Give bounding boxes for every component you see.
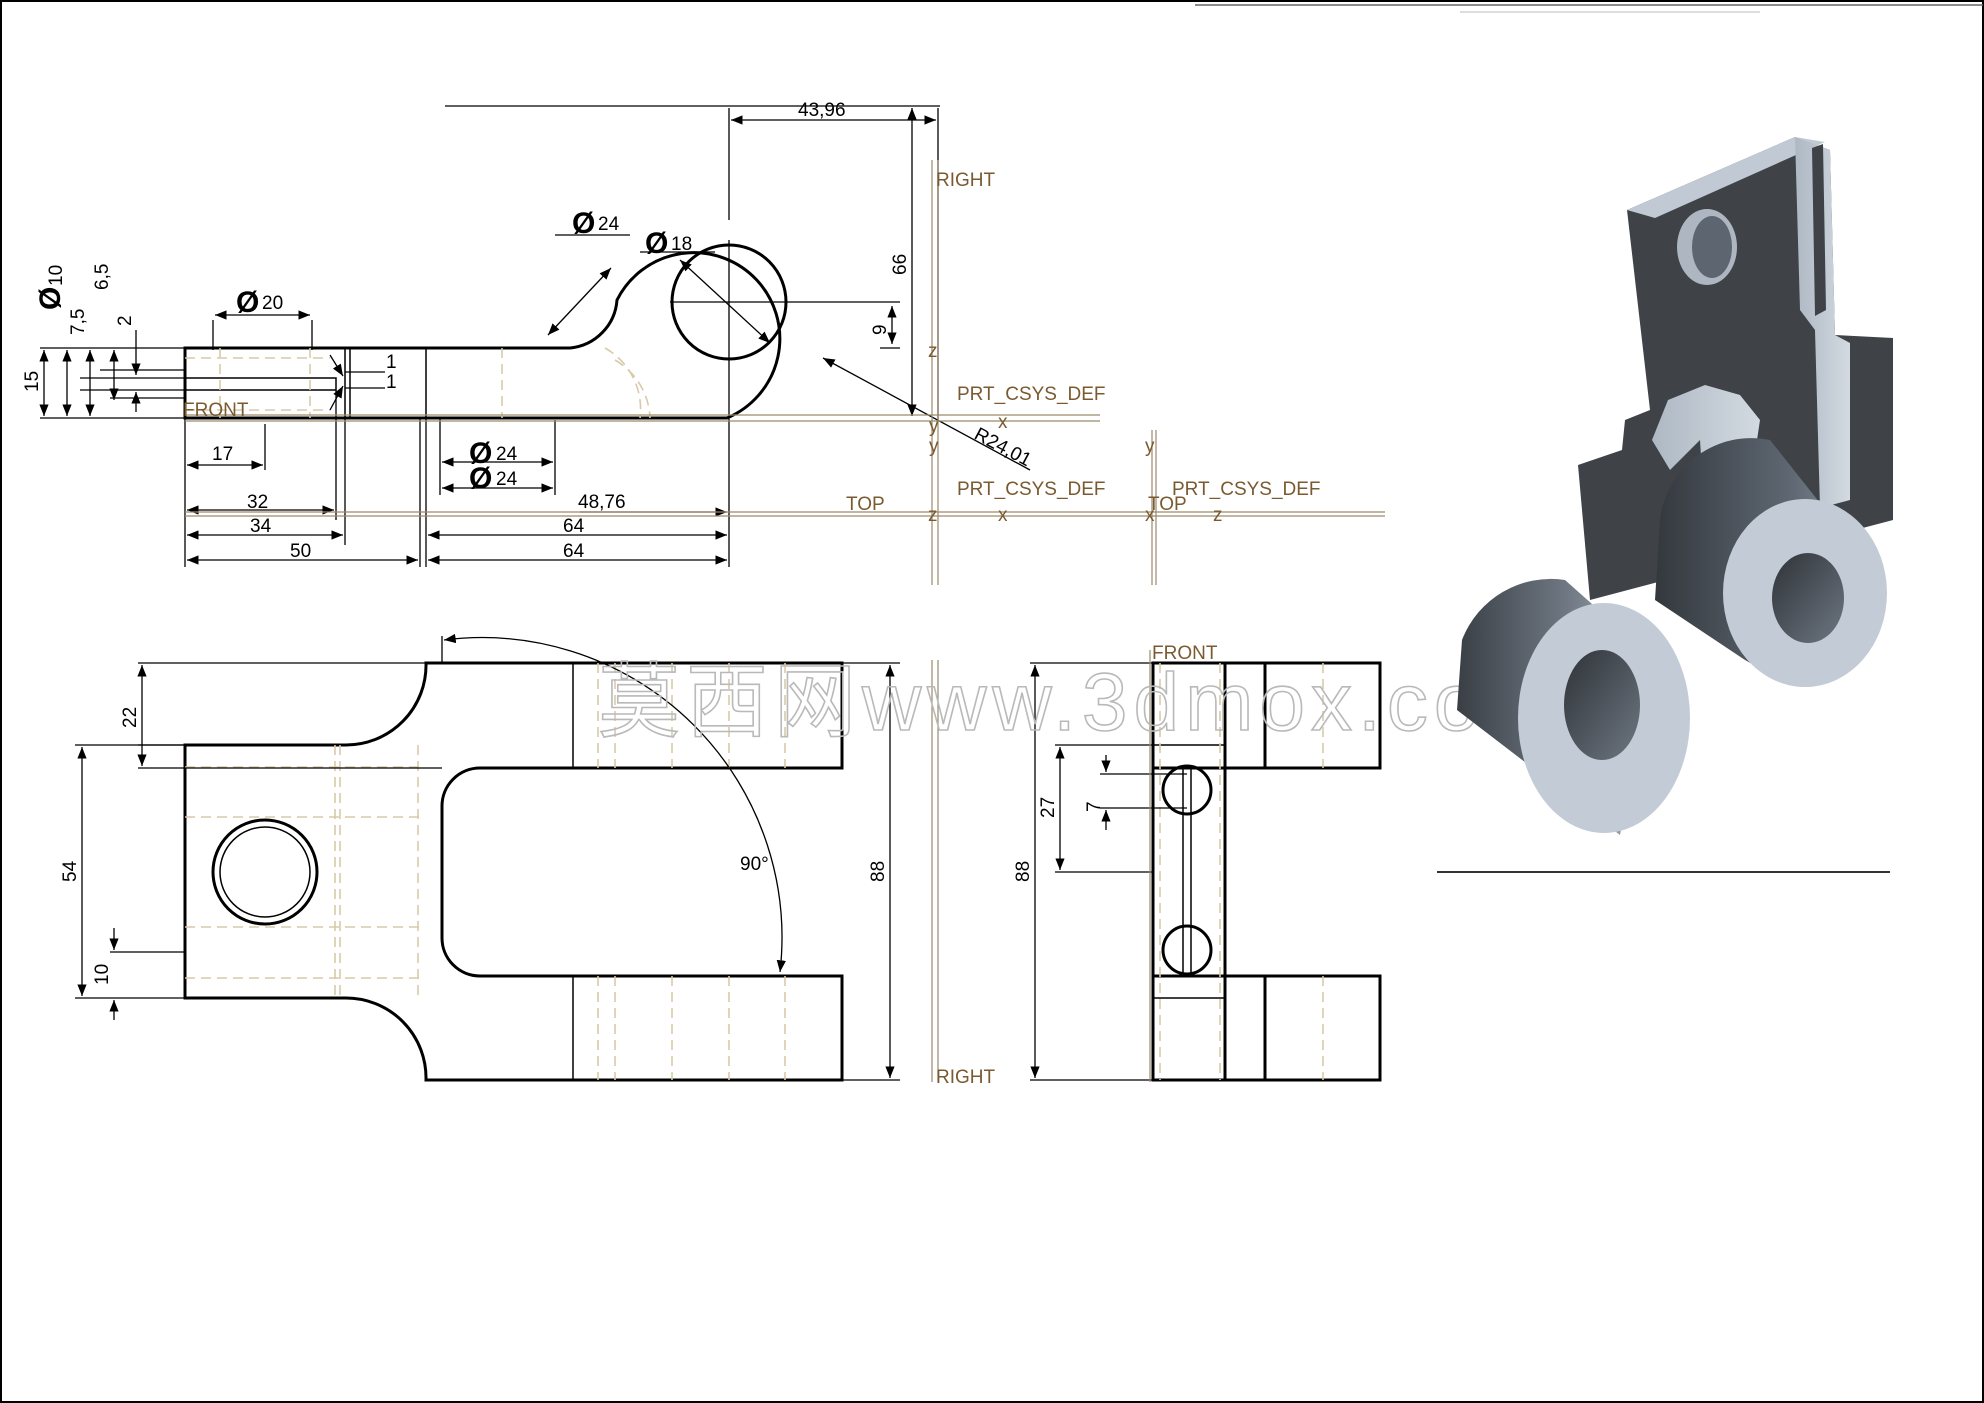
svg-text:Ø: Ø bbox=[34, 287, 67, 310]
render-plate-side bbox=[1795, 137, 1850, 508]
dim-90-deg: 90° bbox=[740, 854, 769, 875]
front-slot bbox=[185, 377, 337, 391]
svg-text:Ø: Ø bbox=[572, 207, 595, 240]
dim-1a: 1 bbox=[386, 352, 397, 373]
axis-z-2: z bbox=[928, 505, 938, 526]
side-hole-2 bbox=[1161, 924, 1213, 976]
side-hole-1 bbox=[1161, 764, 1213, 816]
dim-34: 34 bbox=[250, 516, 272, 537]
dim-15: 15 bbox=[22, 371, 43, 392]
dim-27: 27 bbox=[1038, 797, 1059, 818]
datum-csys-label-2: PRT_CSYS_DEF bbox=[957, 479, 1106, 500]
dim-dia20: 20 bbox=[262, 293, 283, 314]
datum-right-label: RIGHT bbox=[936, 170, 996, 191]
top-outline bbox=[183, 661, 844, 1082]
isometric-render bbox=[1437, 137, 1893, 873]
dim-32: 32 bbox=[247, 492, 268, 513]
dim-6-5: 6,5 bbox=[92, 264, 113, 290]
axis-y-3: y bbox=[1145, 436, 1155, 457]
axis-z-1: z bbox=[928, 341, 938, 362]
top-hole-outer bbox=[211, 818, 319, 926]
dim-88-top: 88 bbox=[868, 861, 889, 882]
dim-50: 50 bbox=[290, 541, 311, 562]
dim-22: 22 bbox=[120, 707, 141, 728]
front-view: 43,96 66 9 Ø 24 Ø 18 Ø 10 7,5 6,5 2 15 Ø… bbox=[22, 100, 1385, 585]
dim-48-76: 48,76 bbox=[578, 492, 626, 513]
dim-88-side: 88 bbox=[1013, 861, 1034, 882]
dim-17: 17 bbox=[212, 444, 233, 465]
render-plate-edge bbox=[1627, 137, 1825, 218]
datum-top-label-2: TOP bbox=[1148, 494, 1187, 515]
dim-dia24-b: 24 bbox=[496, 469, 518, 490]
side-view: 27 7 88 FRONT bbox=[1013, 643, 1382, 1082]
dim-66: 66 bbox=[890, 254, 911, 275]
datum-csys-label-1: PRT_CSYS_DEF bbox=[957, 384, 1106, 405]
dim-2: 2 bbox=[115, 315, 136, 326]
datum-right-bottom: RIGHT bbox=[936, 1067, 996, 1088]
axis-z-3: z bbox=[1213, 505, 1223, 526]
dim-dia24-top: 24 bbox=[598, 214, 620, 235]
dim-43-96: 43,96 bbox=[798, 100, 846, 121]
svg-text:Ø: Ø bbox=[469, 437, 492, 470]
front-outline bbox=[183, 251, 782, 420]
watermark: 莫西网www.3dmox.com bbox=[598, 657, 1560, 748]
datum-front-label: FRONT bbox=[183, 400, 249, 421]
dim-10: 10 bbox=[92, 964, 113, 985]
axis-y-1: y bbox=[929, 416, 939, 437]
dim-7-5: 7,5 bbox=[68, 309, 89, 335]
dim-dia24-a: 24 bbox=[496, 444, 518, 465]
dim-dia10: 10 bbox=[46, 265, 67, 286]
dim-64b: 64 bbox=[563, 541, 585, 562]
axis-x-2: x bbox=[998, 505, 1008, 526]
dim-1b: 1 bbox=[386, 372, 397, 393]
dim-54: 54 bbox=[60, 860, 81, 882]
axis-x-1: x bbox=[998, 412, 1008, 433]
axis-y-2: y bbox=[929, 436, 939, 457]
datum-csys-label-3: PRT_CSYS_DEF bbox=[1172, 479, 1321, 500]
render-slot bbox=[1812, 144, 1826, 316]
dim-9: 9 bbox=[870, 324, 891, 335]
dim-64a: 64 bbox=[563, 516, 585, 537]
svg-text:Ø: Ø bbox=[645, 227, 668, 260]
svg-text:Ø: Ø bbox=[236, 286, 259, 319]
datum-front-side: FRONT bbox=[1152, 643, 1218, 664]
dim-dia18: 18 bbox=[671, 234, 692, 255]
top-view: 22 54 10 88 90° RIGHT bbox=[60, 633, 996, 1088]
dim-7: 7 bbox=[1084, 801, 1105, 812]
svg-text:Ø: Ø bbox=[469, 462, 492, 495]
axis-x-3: x bbox=[1145, 505, 1155, 526]
datum-top-label-1: TOP bbox=[846, 494, 885, 515]
top-hole-inner bbox=[219, 826, 311, 918]
